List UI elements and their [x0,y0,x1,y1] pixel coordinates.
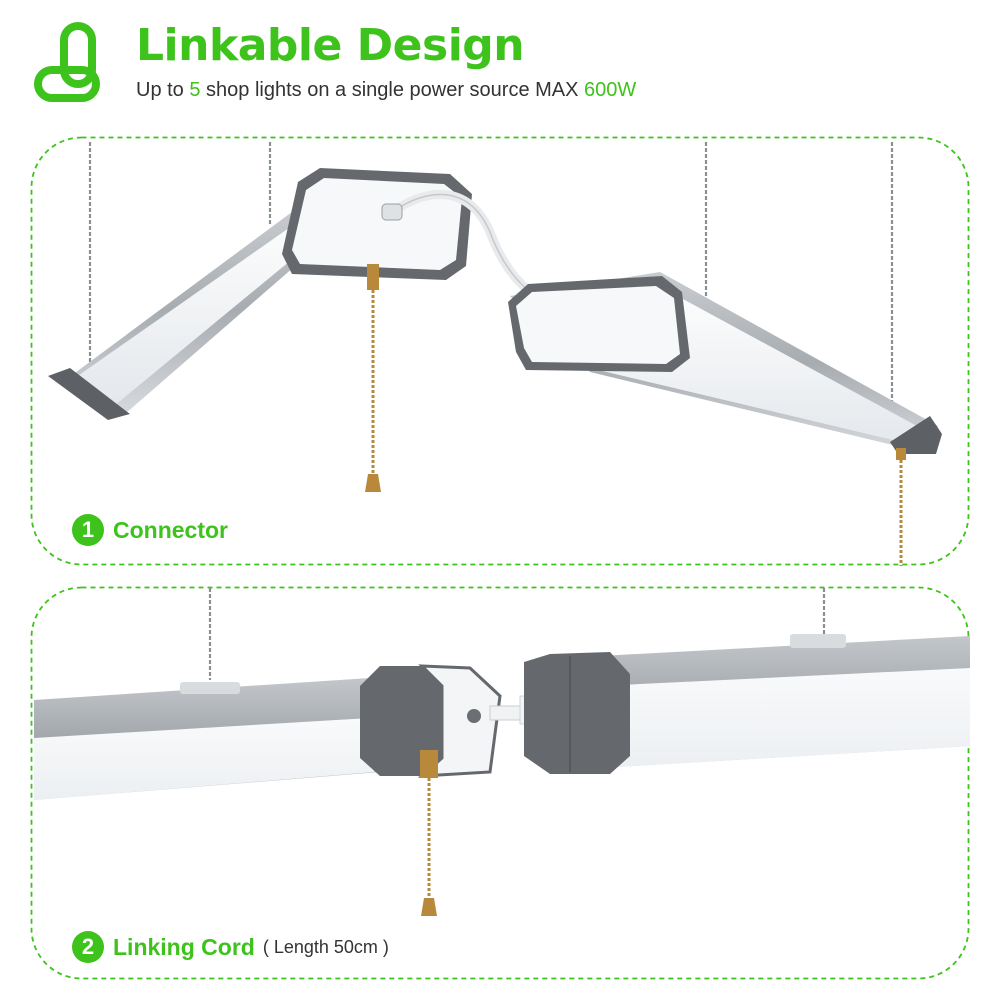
page-title: Linkable Design [136,20,525,71]
chain-icon [208,588,826,680]
pull-chain-icon [365,264,381,492]
step-number-badge: 2 [72,931,104,963]
linking-cord-label: 2 Linking Cord ( Length 50cm ) [72,931,389,963]
connector-panel: 1 Connector [30,136,970,566]
max-wattage: 600W [584,79,637,101]
pull-chain-icon [420,750,438,916]
shop-light-left [34,664,521,800]
header: Linkable Design Up to 5 shop lights on a… [0,0,1000,130]
light-count: 5 [189,79,201,101]
linking-cord-panel: 2 Linking Cord ( Length 50cm ) [30,586,970,980]
cord-length-note: ( Length 50cm ) [262,936,389,957]
chain-link-icon [34,22,100,102]
label-title: Connector [113,516,228,543]
step-number-badge: 1 [72,514,104,546]
dashed-frame [30,586,970,980]
chain-icon [88,142,894,404]
shop-light-right [519,634,970,774]
page-subtitle: Up to 5 shop lights on a single power so… [136,79,637,101]
dashed-frame [30,136,970,566]
label-title: Linking Cord [113,933,255,960]
connector-label: 1 Connector [72,514,228,546]
pull-chain-icon [896,448,906,566]
shop-light-left [48,168,472,420]
shop-light-right [508,272,942,454]
connector-plug-icon [381,203,403,221]
